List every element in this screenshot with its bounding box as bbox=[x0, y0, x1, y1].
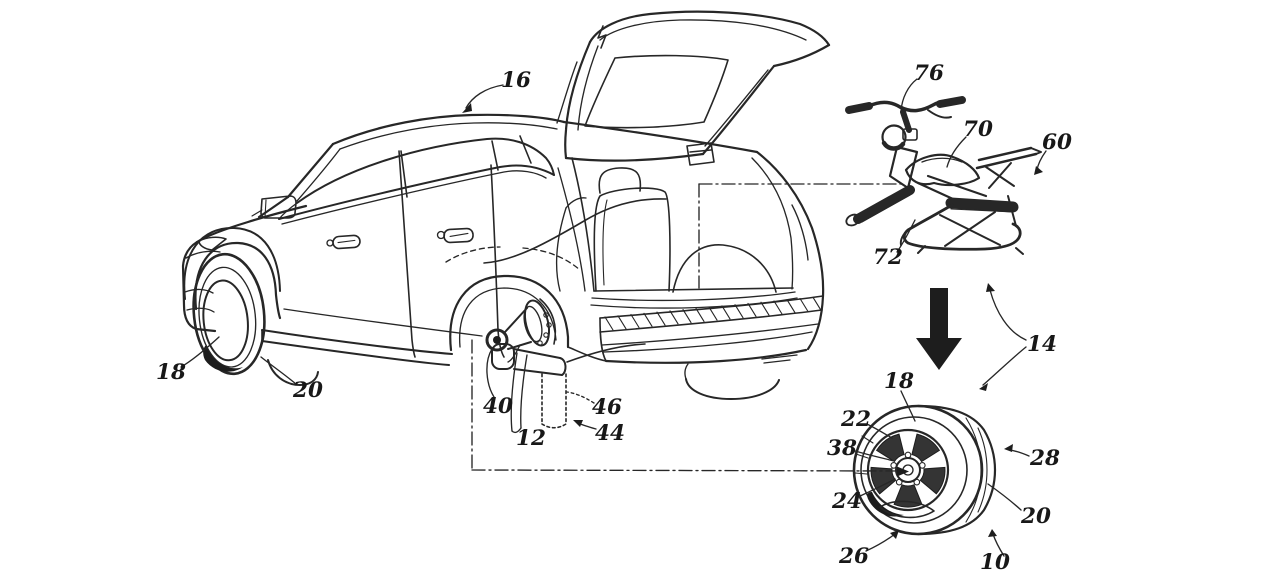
projection-lines bbox=[471, 183, 909, 477]
ref-label-frame: 72 bbox=[873, 245, 903, 270]
ref-label-detail-sidewall: 28 bbox=[1029, 446, 1060, 471]
ref-label-detail-spokes: 24 bbox=[831, 489, 862, 514]
ref-label-handlebar: 76 bbox=[914, 61, 944, 86]
ref-label-detail-wheel: 20 bbox=[1020, 504, 1051, 529]
ref-label-unicycle: 60 bbox=[1042, 130, 1072, 155]
front-door-handle bbox=[332, 234, 361, 250]
leader-lines bbox=[180, 78, 1047, 557]
hitch-assembly bbox=[491, 343, 646, 434]
transfer-arrow bbox=[916, 288, 962, 370]
ref-label-detail-rim-lower: 26 bbox=[838, 544, 869, 569]
ref-label-front-wheel-rim: 20 bbox=[292, 378, 323, 403]
ref-label-vehicle: 16 bbox=[501, 68, 531, 93]
reference-labels: 16 18 20 40 12 46 44 76 70 60 72 14 18 2… bbox=[156, 61, 1072, 575]
rear-door-handle bbox=[443, 227, 474, 244]
car-drawing bbox=[181, 113, 825, 434]
ref-label-detail-rim: 22 bbox=[840, 407, 871, 432]
ref-label-wheel-assembly: 14 bbox=[1027, 332, 1057, 357]
ref-label-front-tire: 18 bbox=[156, 360, 186, 385]
ref-label-detail-assembly: 10 bbox=[980, 550, 1010, 575]
wheel-assembly-drawing bbox=[852, 404, 997, 536]
front-wheel bbox=[192, 252, 266, 376]
ref-label-detail-hub: 38 bbox=[827, 436, 857, 461]
ref-label-seat: 70 bbox=[963, 117, 993, 142]
unicycle-drawing bbox=[845, 96, 1042, 255]
ref-label-detail-tire: 18 bbox=[884, 369, 914, 394]
ref-label-axle-hub: 40 bbox=[483, 394, 513, 419]
ref-label-hitch: 44 bbox=[595, 421, 625, 446]
liftgate-drawing bbox=[556, 10, 831, 166]
receiver-hidden-outline bbox=[541, 373, 567, 429]
ref-label-axle: 12 bbox=[516, 426, 546, 451]
ref-label-receiver: 46 bbox=[592, 395, 622, 420]
